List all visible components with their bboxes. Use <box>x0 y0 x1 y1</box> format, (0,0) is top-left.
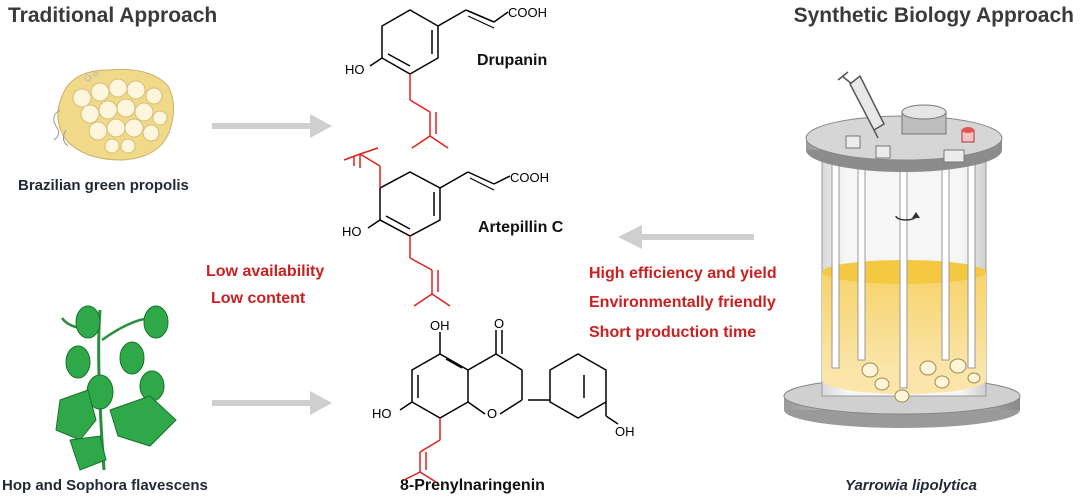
organism-label: Yarrowia lipolytica <box>845 477 977 494</box>
drupanin-label: Drupanin <box>477 52 548 69</box>
prenyl-ring-o: O <box>487 406 497 421</box>
benefit-time: Short production time <box>589 324 757 341</box>
propolis-label: Brazilian green propolis <box>18 177 189 194</box>
drupanin-ho: HO <box>345 62 365 77</box>
limit-content: Low content <box>211 290 306 307</box>
bioreactor-icon <box>783 104 1021 428</box>
syringe-icon <box>837 71 885 139</box>
benefit-efficiency: High efficiency and yield <box>589 265 777 282</box>
arrow-propolis <box>212 114 332 138</box>
benefit-environment: Environmentally friendly <box>589 294 776 311</box>
synthetic-heading: Synthetic Biology Approach <box>793 4 1074 27</box>
drupanin-cooh: COOH <box>508 5 547 20</box>
artepillin-ho: HO <box>342 224 362 239</box>
prenylnaringenin-label: 8-Prenylnaringenin <box>400 477 545 494</box>
prenyl-o-keto: O <box>494 316 504 331</box>
prenyl-ho: HO <box>372 406 392 421</box>
artepillin-structure <box>343 147 511 307</box>
drupanin-structure <box>369 9 509 149</box>
artepillin-label: Artepillin C <box>478 219 564 236</box>
honeycomb-icon <box>53 68 174 161</box>
prenyl-oh-right: OH <box>615 424 635 439</box>
plants-label: Hop and Sophora flavescens <box>2 477 208 494</box>
limit-availability: Low availability <box>206 263 325 280</box>
arrow-plants <box>212 391 332 415</box>
traditional-heading: Traditional Approach <box>8 4 218 27</box>
artepillin-cooh: COOH <box>510 170 549 185</box>
prenylnaringenin-structure <box>399 330 619 483</box>
prenyl-oh-top: OH <box>430 318 450 333</box>
arrow-synthetic <box>618 225 754 249</box>
hop-plant-icon <box>55 305 177 471</box>
